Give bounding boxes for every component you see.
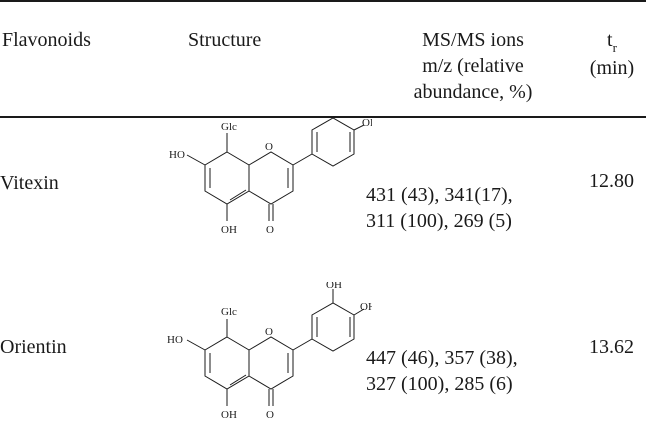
top-rule (0, 0, 646, 2)
oh-bottom-label: OH (221, 409, 237, 421)
header-rule (0, 116, 646, 118)
oh-right-label: OH (360, 301, 372, 313)
header-ms-line-3: abundance, %) (413, 81, 533, 103)
ho-label: HO (169, 149, 185, 161)
oh-right-label: OH (362, 117, 372, 129)
ring-c (248, 336, 294, 390)
glc-label: Glc (221, 121, 237, 133)
vitexin-structure: Glc HO O OH O OH (169, 117, 372, 235)
vitexin-ms-line-1: 431 (43), 341(17), (366, 184, 513, 206)
ring-o-label: O (265, 326, 273, 338)
row-vitexin-name: Vitexin (0, 172, 59, 194)
ho-label: HO (167, 334, 183, 346)
oh-top-label: OH (326, 282, 342, 291)
header-tr-sub: r (612, 40, 617, 55)
ketone-o-label: O (266, 409, 274, 421)
row-orientin-tr: 13.62 (589, 336, 634, 358)
row-vitexin-ms-ions: 431 (43), 341(17), 311 (100), 269 (5) (366, 182, 513, 234)
vitexin-ms-line-2: 311 (100), 269 (5) (366, 210, 512, 232)
orientin-ms-line-2: 327 (100), 285 (6) (366, 373, 513, 395)
ring-o-label: O (265, 141, 273, 153)
ring-c (248, 151, 294, 205)
row-vitexin-tr: 12.80 (589, 170, 634, 192)
ketone-o-label: O (266, 224, 274, 235)
header-ms-ions: MS/MS ions m/z (relative abundance, %) (378, 27, 568, 105)
header-flavonoids: Flavonoids (2, 29, 91, 51)
row-orientin-ms-ions: 447 (46), 357 (38), 327 (100), 285 (6) (366, 345, 518, 397)
header-retention-time: tr (min) (578, 27, 646, 81)
header-structure: Structure (188, 29, 262, 51)
ring-b (311, 302, 355, 352)
row-orientin-name: Orientin (0, 336, 67, 358)
header-ms-line-2: m/z (relative (422, 55, 524, 77)
header-tr-unit: (min) (589, 57, 635, 79)
oh-bottom-label: OH (221, 224, 237, 235)
orientin-structure: Glc HO O OH O OH OH (167, 282, 372, 421)
header-ms-line-1: MS/MS ions (422, 29, 524, 51)
glc-label: Glc (221, 306, 237, 318)
header-tr-main: t (607, 29, 613, 51)
ring-a (204, 336, 250, 390)
ring-b (311, 117, 355, 167)
orientin-ms-line-1: 447 (46), 357 (38), (366, 347, 518, 369)
ring-a (204, 151, 250, 205)
